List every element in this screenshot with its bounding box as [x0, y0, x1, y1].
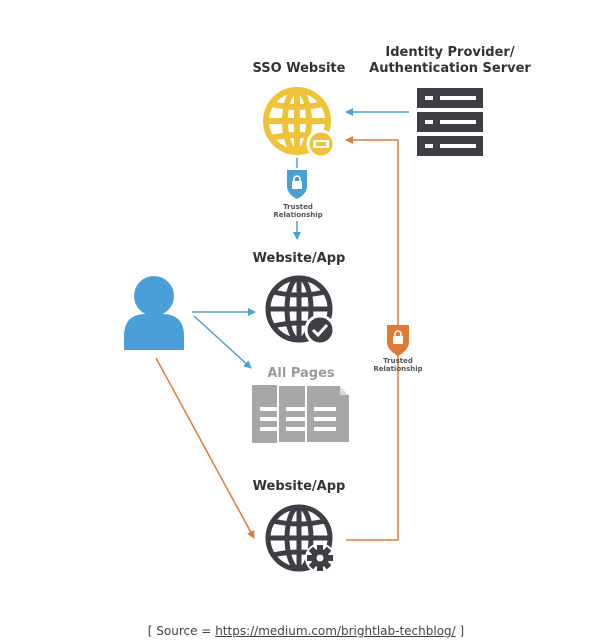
source-link[interactable]: https://medium.com/brightlab-techblog/ [215, 624, 456, 638]
website-bottom-globe-icon [265, 504, 333, 572]
orange-lock-shield-icon [387, 325, 409, 356]
user-to-all-pages-arrow [193, 315, 252, 369]
source-caption: [ Source = https://medium.com/brightlab-… [0, 624, 612, 638]
checkmark-icon [304, 314, 336, 346]
website-app-top-label: Website/App [253, 251, 346, 266]
trusted-label-1: Trusted [283, 203, 313, 211]
sso-badge-icon [306, 129, 336, 159]
blue-lock-shield-icon [287, 170, 307, 199]
document-icon [305, 384, 351, 444]
caption-suffix: ] [455, 624, 465, 638]
idp-label-line2: Authentication Server [369, 61, 531, 76]
all-pages-documents-icon [252, 384, 351, 444]
sso-website-label: SSO Website [253, 61, 346, 76]
relationship-label-2: Relationship [373, 365, 422, 373]
relationship-label-1: Relationship [273, 211, 322, 219]
idp-label-line1: Identity Provider/ [385, 45, 514, 60]
all-pages-label: All Pages [267, 366, 335, 381]
user-icon [124, 276, 184, 350]
gear-icon [305, 543, 335, 573]
server-icon [417, 88, 483, 156]
trusted-label-2: Trusted [383, 357, 413, 365]
caption-prefix: [ Source = [147, 624, 216, 638]
user-to-bottom-website-arrow [155, 357, 255, 539]
website-top-globe-icon [265, 275, 333, 343]
sso-globe-icon [263, 87, 331, 155]
website-app-bottom-label: Website/App [253, 479, 346, 494]
